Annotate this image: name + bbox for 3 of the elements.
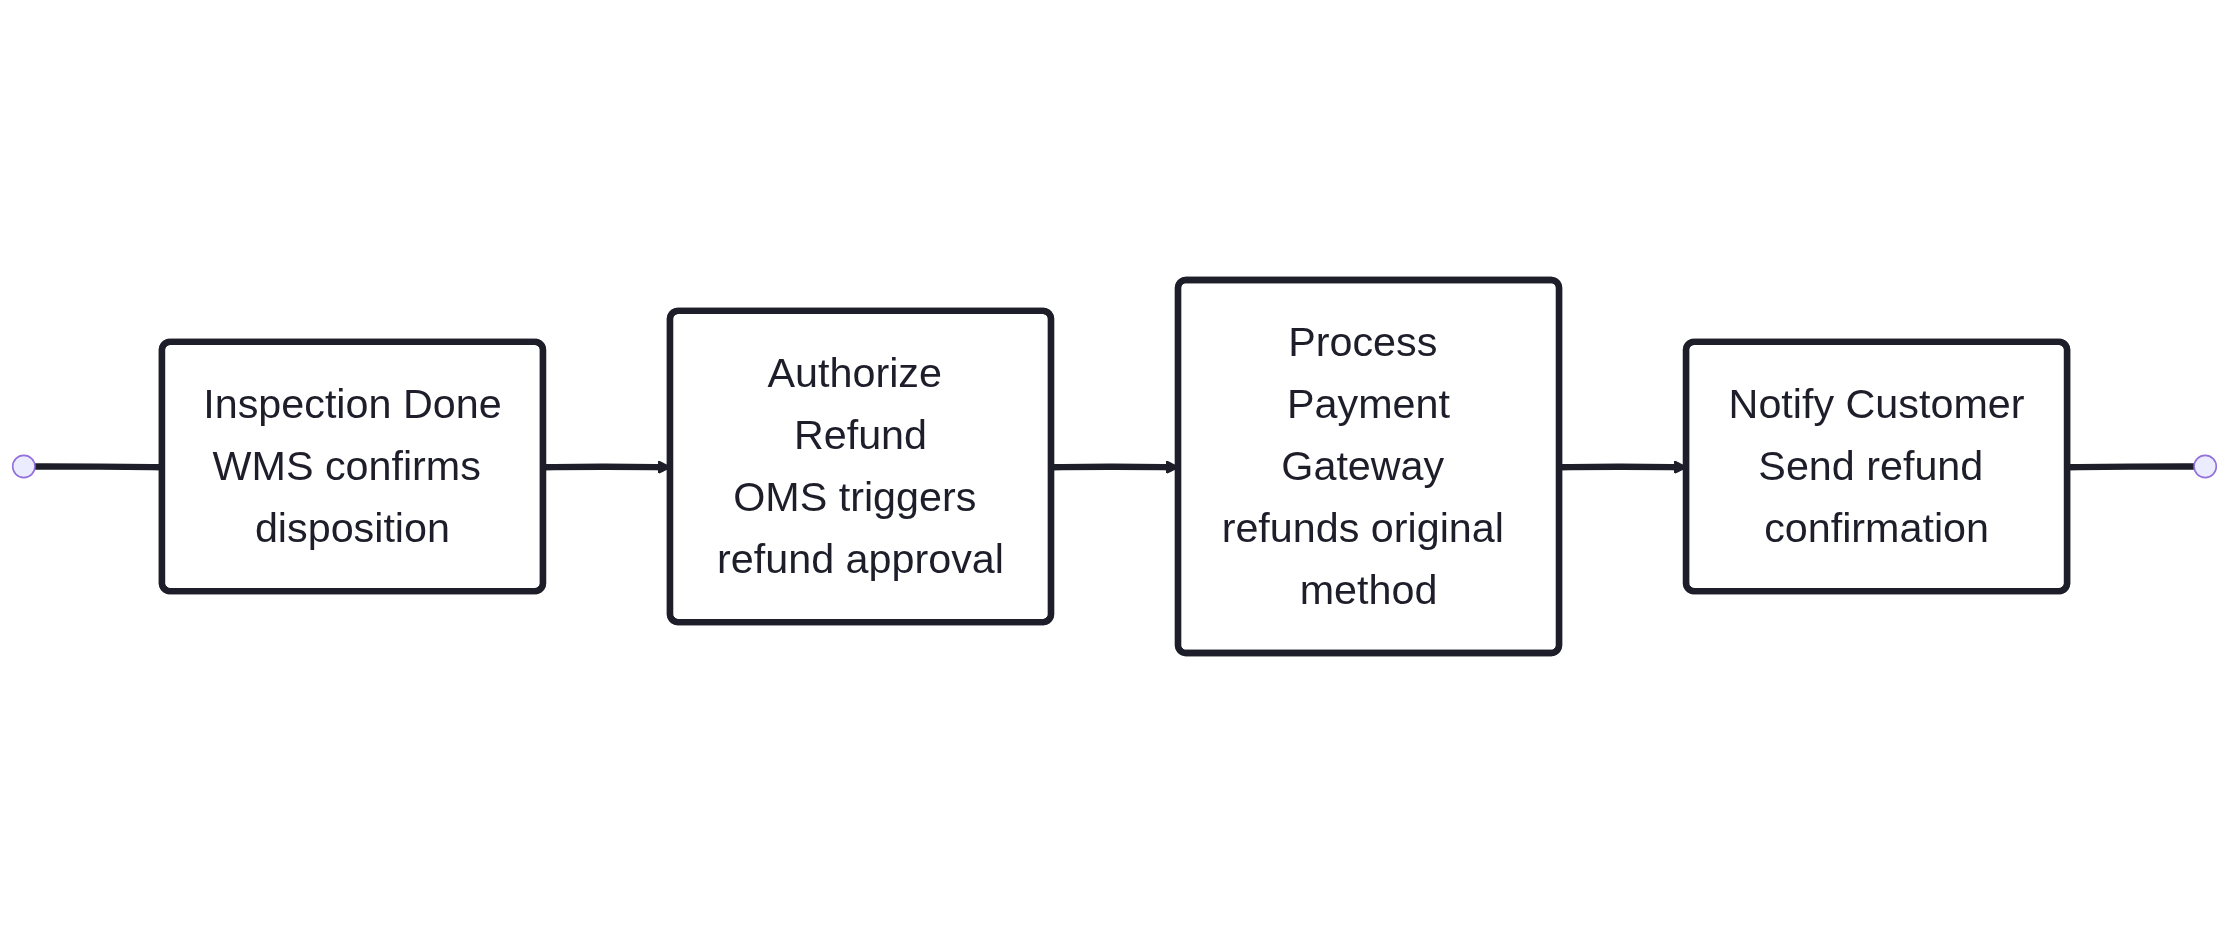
node-circle bbox=[2193, 454, 2218, 479]
connector bbox=[2067, 463, 2195, 471]
node-circle bbox=[11, 454, 36, 479]
